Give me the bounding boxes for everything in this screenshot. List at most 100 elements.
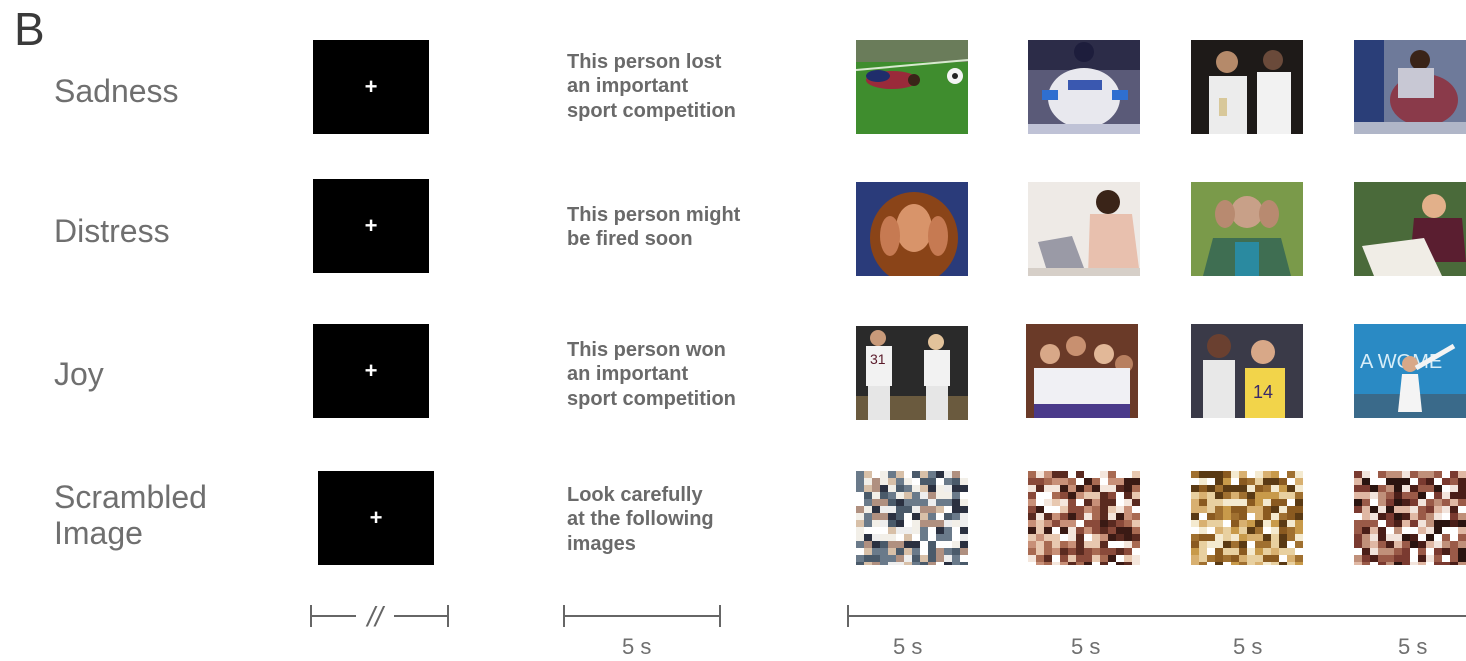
scramble-tile — [920, 555, 928, 562]
scramble-tile — [952, 541, 960, 548]
scramble-tile — [1124, 548, 1132, 555]
scramble-tile — [864, 478, 872, 485]
scramble-tile — [1036, 492, 1044, 499]
scramble-tile — [1068, 492, 1076, 499]
scramble-tile — [904, 492, 912, 499]
scramble-tile — [1378, 499, 1386, 506]
scramble-tile — [952, 513, 960, 520]
scramble-tile — [872, 541, 880, 548]
scramble-tile — [1255, 513, 1263, 520]
scramble-tile — [864, 541, 872, 548]
scramble-tile — [1108, 541, 1116, 548]
scramble-tile — [904, 555, 912, 562]
scramble-tile — [1354, 478, 1362, 485]
scramble-tile — [1402, 562, 1410, 565]
scramble-tile — [1215, 555, 1223, 562]
scramble-tile — [928, 562, 936, 565]
scramble-tile — [1394, 548, 1402, 555]
scramble-tile — [1279, 506, 1287, 513]
scramble-tile — [1434, 548, 1442, 555]
scramble-tile — [912, 471, 920, 478]
scramble-tile — [1036, 548, 1044, 555]
scramble-tile — [960, 485, 968, 492]
scramble-tile — [944, 534, 952, 541]
scramble-tile — [1434, 534, 1442, 541]
scramble-tile — [1231, 541, 1239, 548]
scramble-tile — [888, 562, 896, 565]
scramble-tile — [1362, 478, 1370, 485]
scramble-tile — [960, 520, 968, 527]
scramble-tile — [936, 471, 944, 478]
scramble-tile — [1100, 534, 1108, 541]
scramble-tile — [944, 527, 952, 534]
scramble-tile — [1255, 499, 1263, 506]
scramble-tile — [1386, 527, 1394, 534]
scramble-tile — [1410, 485, 1418, 492]
scramble-tile — [1084, 471, 1092, 478]
scramble-tile — [1028, 555, 1036, 562]
scramble-tile — [1279, 555, 1287, 562]
scramble-tile — [936, 534, 944, 541]
scramble-tile — [1394, 562, 1402, 565]
scramble-tile — [1108, 492, 1116, 499]
scramble-tile — [1052, 471, 1060, 478]
scramble-tile — [1084, 534, 1092, 541]
scramble-tile — [1052, 499, 1060, 506]
scramble-tile — [856, 534, 864, 541]
scramble-tile — [920, 548, 928, 555]
scramble-tile — [1223, 492, 1231, 499]
scramble-tile — [1394, 541, 1402, 548]
scramble-tile — [880, 520, 888, 527]
scramble-tile — [1378, 471, 1386, 478]
scramble-tile — [1199, 527, 1207, 534]
scramble-tile — [1239, 492, 1247, 499]
scramble-tile — [1239, 562, 1247, 565]
scramble-tile — [1295, 471, 1303, 478]
scramble-tile — [1370, 541, 1378, 548]
scramble-tile — [1295, 555, 1303, 562]
scramble-tile — [1442, 513, 1450, 520]
soccer-player-lying-photo — [856, 40, 968, 134]
scramble-tile — [1231, 471, 1239, 478]
scramble-tile — [1108, 506, 1116, 513]
scramble-tile — [1191, 492, 1199, 499]
scramble-tile — [888, 471, 896, 478]
scramble-tile — [1354, 527, 1362, 534]
scramble-tile — [1100, 471, 1108, 478]
scramble-tile — [1271, 520, 1279, 527]
scramble-tile — [1434, 520, 1442, 527]
scramble-tile — [1263, 492, 1271, 499]
scramble-tile — [1370, 520, 1378, 527]
scramble-tile — [1084, 520, 1092, 527]
scramble-tile — [1207, 499, 1215, 506]
scramble-tile — [912, 555, 920, 562]
scramble-tile — [1255, 541, 1263, 548]
scramble-tile — [952, 499, 960, 506]
scramble-tile — [1068, 499, 1076, 506]
scramble-tile — [1052, 541, 1060, 548]
scramble-tile — [1076, 541, 1084, 548]
scramble-tile — [1450, 555, 1458, 562]
scramble-tile — [1418, 555, 1426, 562]
scramble-tile — [1116, 548, 1124, 555]
scramble-tile — [944, 506, 952, 513]
scramble-tile — [1215, 520, 1223, 527]
scramble-tile — [1255, 548, 1263, 555]
scramble-tile — [1116, 471, 1124, 478]
scramble-tile — [1100, 478, 1108, 485]
scramble-tile — [1207, 555, 1215, 562]
scramble-tile — [1036, 520, 1044, 527]
scramble-tile — [1084, 478, 1092, 485]
scramble-tile — [944, 513, 952, 520]
scramble-tile — [1231, 562, 1239, 565]
scramble-tile — [1442, 541, 1450, 548]
scramble-tile — [896, 527, 904, 534]
scramble-tile — [1132, 513, 1140, 520]
scramble-tile — [888, 527, 896, 534]
scramble-tile — [1378, 520, 1386, 527]
scramble-tile — [888, 485, 896, 492]
scramble-tile — [1028, 506, 1036, 513]
scramble-tile — [864, 492, 872, 499]
scramble-tile — [912, 541, 920, 548]
scramble-tile — [1116, 562, 1124, 565]
